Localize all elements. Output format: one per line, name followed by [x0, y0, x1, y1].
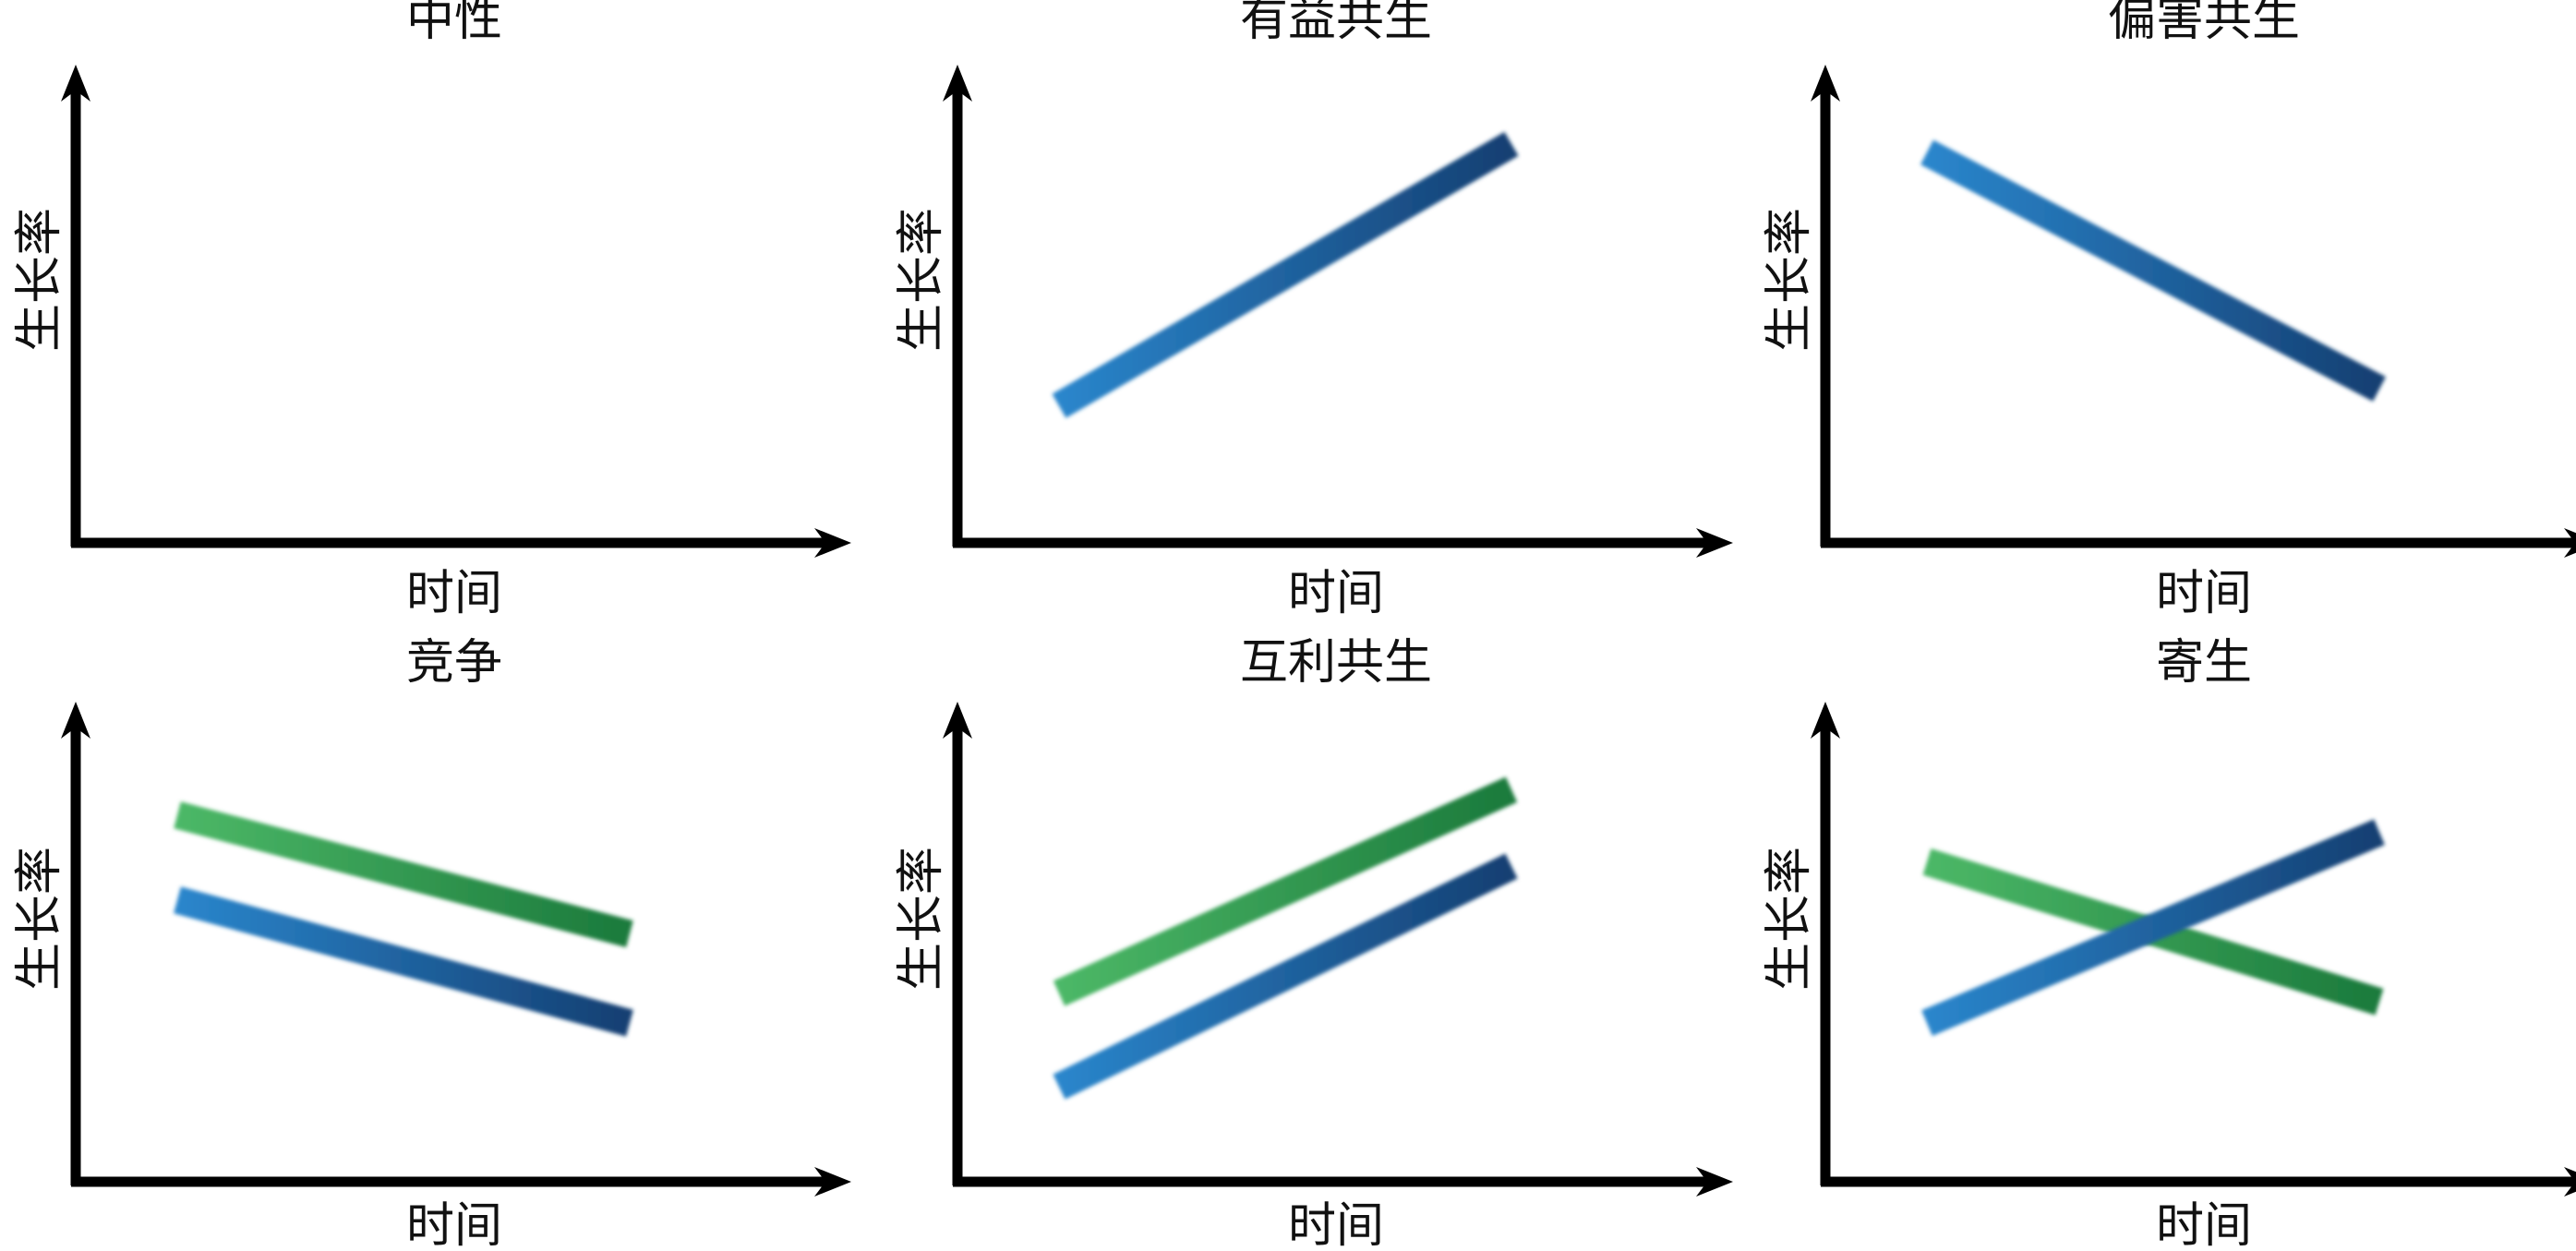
- y-axis-arrow-icon: [1811, 702, 1840, 739]
- x-axis-label: 时间: [2156, 1198, 2252, 1251]
- x-axis-arrow-icon: [814, 1167, 851, 1197]
- blue-growth-line: [174, 886, 633, 1037]
- x-axis-arrow-icon: [2564, 1167, 2576, 1197]
- y-axis-arrow-icon: [61, 65, 90, 102]
- x-axis-arrow-icon: [814, 528, 851, 558]
- y-axis-arrow-icon: [1811, 65, 1840, 102]
- y-axis-arrow-icon: [61, 702, 90, 739]
- y-axis-arrow-icon: [943, 65, 972, 102]
- panels: 中性生长率时间有益共生生长率时间偏害共生生长率时间竞争生长率时间互利共生生长率时…: [12, 0, 2576, 1251]
- x-axis-label: 时间: [1288, 566, 1384, 621]
- blue-growth-line: [1920, 139, 2386, 402]
- blue-growth-line: [1052, 131, 1519, 418]
- green-growth-line: [174, 801, 633, 948]
- y-axis-label: 生长率: [1762, 208, 1817, 352]
- x-axis-arrow-icon: [1696, 1167, 1733, 1197]
- x-axis-label: 时间: [406, 1198, 502, 1251]
- x-axis-arrow-icon: [1696, 528, 1733, 558]
- x-axis-arrow-icon: [2564, 528, 2576, 558]
- y-axis-label: 生长率: [1762, 847, 1817, 991]
- y-axis-label: 生长率: [12, 847, 67, 991]
- panel-title: 寄生: [2156, 635, 2252, 691]
- panel-title: 竞争: [406, 635, 502, 691]
- x-axis-label: 时间: [406, 566, 502, 621]
- blue-growth-line: [1053, 853, 1518, 1100]
- x-axis-label: 时间: [2156, 566, 2252, 621]
- x-axis-label: 时间: [1288, 1198, 1384, 1251]
- y-axis-arrow-icon: [943, 702, 972, 739]
- green-growth-line: [1053, 776, 1518, 1006]
- y-axis-label: 生长率: [894, 208, 949, 352]
- blue-growth-line: [1921, 819, 2385, 1037]
- panel-title: 偏害共生: [2108, 0, 2300, 47]
- y-axis-label: 生长率: [12, 208, 67, 352]
- panel-title: 有益共生: [1240, 0, 1432, 47]
- panel-title: 中性: [406, 0, 502, 47]
- y-axis-label: 生长率: [894, 847, 949, 991]
- panel-title: 互利共生: [1240, 635, 1432, 691]
